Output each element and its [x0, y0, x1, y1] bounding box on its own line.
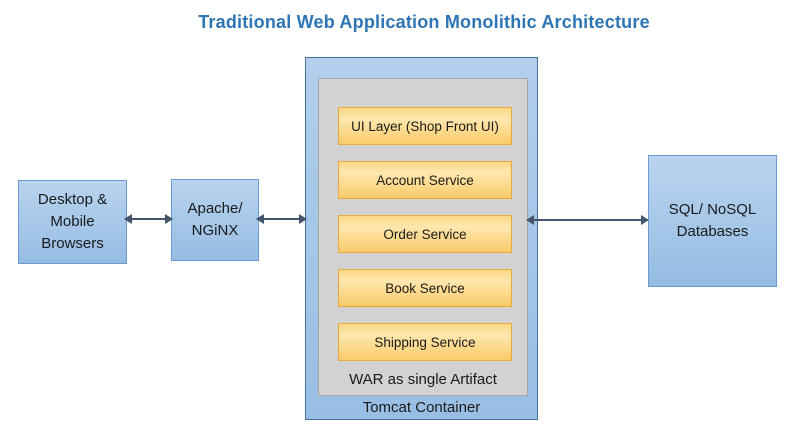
arrow-tomcat-databases [526, 215, 649, 225]
service-shipping: Shipping Service [338, 323, 512, 361]
tomcat-container-label: Tomcat Container [362, 399, 481, 416]
node-label-line: Desktop & [37, 191, 108, 209]
arrowhead-right-icon [299, 214, 307, 224]
tomcat-container: UI Layer (Shop Front UI) Account Service… [305, 57, 538, 420]
node-sql-nosql-databases: SQL/ NoSQL Databases [648, 155, 777, 287]
node-label-line: Browsers [41, 234, 104, 252]
arrow-apache-tomcat [256, 214, 307, 224]
service-ui-layer: UI Layer (Shop Front UI) [338, 107, 512, 145]
war-artifact-label: WAR as single Artifact [349, 371, 497, 388]
arrowhead-right-icon [641, 215, 649, 225]
war-artifact-box: UI Layer (Shop Front UI) Account Service… [318, 78, 528, 396]
service-account: Account Service [338, 161, 512, 199]
node-label-line: Databases [676, 223, 749, 240]
node-label-line: SQL/ NoSQL [668, 201, 757, 219]
arrowhead-left-icon [526, 215, 534, 225]
service-order: Order Service [338, 215, 512, 253]
node-label-line: Apache/ [187, 200, 243, 218]
arrow-browsers-apache [124, 214, 173, 224]
node-apache-nginx: Apache/ NGiNX [171, 179, 259, 261]
arrowhead-right-icon [165, 214, 173, 224]
diagram-title: Traditional Web Application Monolithic A… [198, 12, 650, 32]
service-book: Book Service [338, 269, 512, 307]
node-desktop-mobile-browsers: Desktop & Mobile Browsers [18, 180, 127, 264]
arrowhead-left-icon [124, 214, 132, 224]
node-label-line: Mobile [50, 213, 95, 231]
node-label-line: NGiNX [191, 222, 239, 239]
arrowhead-left-icon [256, 214, 264, 224]
